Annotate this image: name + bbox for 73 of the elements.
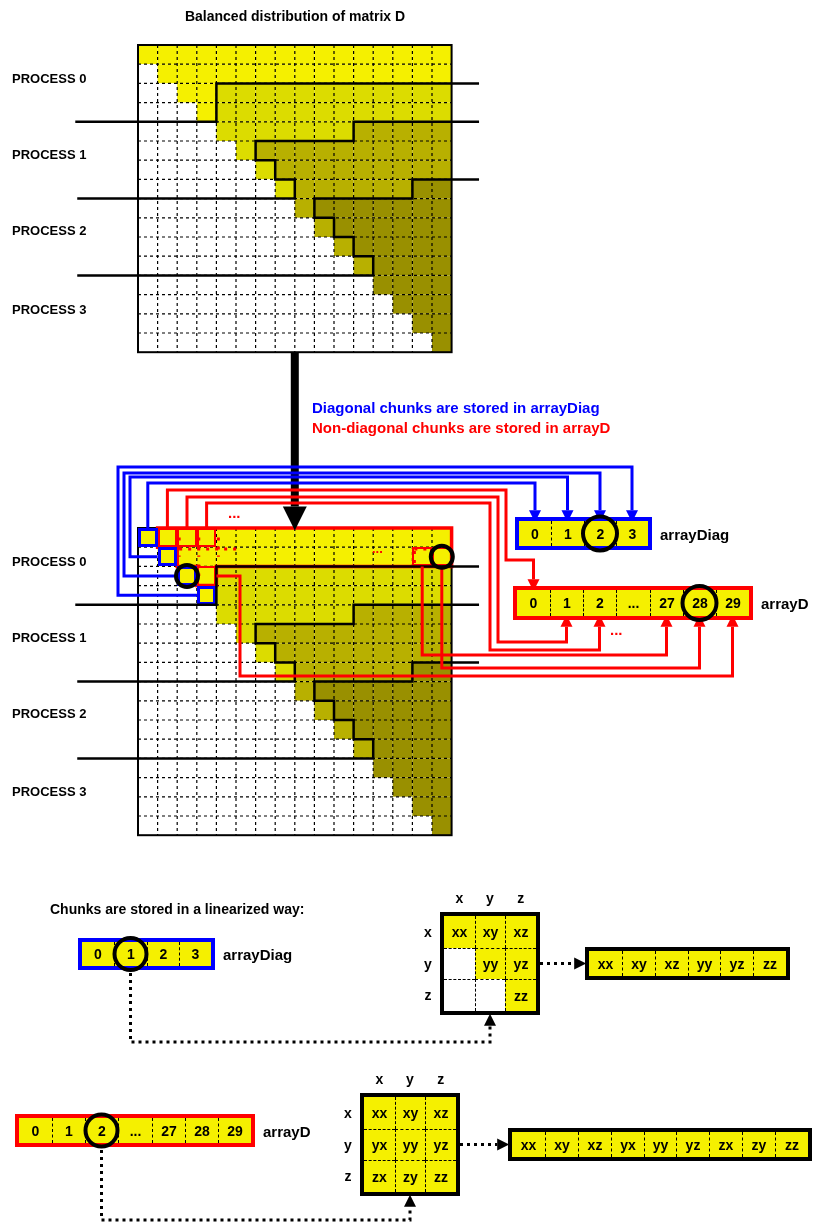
column-header: y (406, 1071, 414, 1087)
array-cell: xy (475, 916, 505, 948)
array-cell: yx (364, 1129, 395, 1160)
array-cell: yz (425, 1129, 456, 1160)
matrix-grid (440, 912, 540, 1015)
array-box (15, 1114, 255, 1147)
row-header: z (424, 987, 432, 1004)
column-header: z (437, 1071, 445, 1087)
column-header: y (486, 890, 494, 906)
arrow (282, 352, 307, 531)
process-label: PROCESS 0 (12, 555, 87, 570)
arrow (146, 481, 541, 528)
array-cell: xz (425, 1097, 456, 1129)
array-name: arrayDiag (660, 525, 730, 542)
array-name: arrayDiag (223, 945, 293, 963)
array-cell: xz (505, 916, 536, 948)
arrow (540, 957, 587, 970)
diagram-title: Balanced distribution of matrix D (184, 8, 406, 24)
arrow (460, 1138, 510, 1151)
arrow (420, 566, 673, 657)
matrix-cell (196, 566, 217, 586)
process-label: PROCESS 3 (12, 785, 87, 800)
array-box (515, 517, 652, 550)
ellipsis-mark: ... (228, 505, 241, 522)
array-box (508, 1128, 812, 1161)
heading: Diagonal chunks are stored in arrayDiag (312, 400, 600, 417)
array-cell: zz (425, 1160, 456, 1192)
ellipsis-mark: ... (372, 542, 383, 557)
ellipsis-mark: ... (610, 622, 623, 639)
array-cell: zx (364, 1160, 395, 1192)
matrix-cell (412, 547, 432, 567)
arrow (122, 471, 606, 578)
array-cell: xy (395, 1097, 425, 1129)
array-cell: yz (505, 948, 536, 979)
column-header: x (375, 1071, 384, 1087)
array-name: arrayD (761, 594, 809, 612)
process-label: PROCESS 2 (12, 707, 87, 722)
row-header: y (424, 955, 432, 972)
array-box (585, 947, 790, 980)
matrix-cell (177, 528, 197, 548)
arrow (116, 465, 638, 597)
process-label: PROCESS 2 (12, 224, 87, 239)
arrow (185, 495, 573, 644)
row-header: x (424, 923, 432, 940)
arrow (128, 475, 574, 559)
highlight-square (138, 528, 158, 548)
row-header: z (344, 1168, 352, 1185)
process-label: PROCESS 1 (12, 148, 87, 163)
highlight-square (196, 585, 217, 605)
heading: Chunks are stored in a linearized way: (50, 902, 305, 918)
process-label: PROCESS 1 (12, 631, 87, 646)
matrix-cell (157, 528, 178, 548)
matrix-cell (196, 528, 217, 548)
highlight-square (157, 547, 178, 567)
row-header: x (344, 1104, 352, 1121)
matrix-grid (360, 1093, 460, 1196)
array-cell: zz (505, 979, 536, 1011)
arrow (205, 501, 606, 652)
array-cell: yy (475, 948, 505, 979)
array-box (513, 586, 753, 620)
heading: Non-diagonal chunks are stored in arrayD (312, 420, 611, 437)
array-cell: xx (444, 916, 475, 948)
row-header: y (344, 1136, 352, 1153)
process-label: PROCESS 3 (12, 303, 87, 318)
column-header: z (517, 890, 525, 906)
arrow (216, 574, 739, 678)
array-cell: yy (395, 1129, 425, 1160)
array-box (78, 938, 215, 970)
array-cell: zy (395, 1160, 425, 1192)
array-name: arrayD (263, 1122, 311, 1139)
column-header: x (455, 890, 464, 906)
array-cell: xx (364, 1097, 395, 1129)
process-label: PROCESS 0 (12, 72, 87, 87)
